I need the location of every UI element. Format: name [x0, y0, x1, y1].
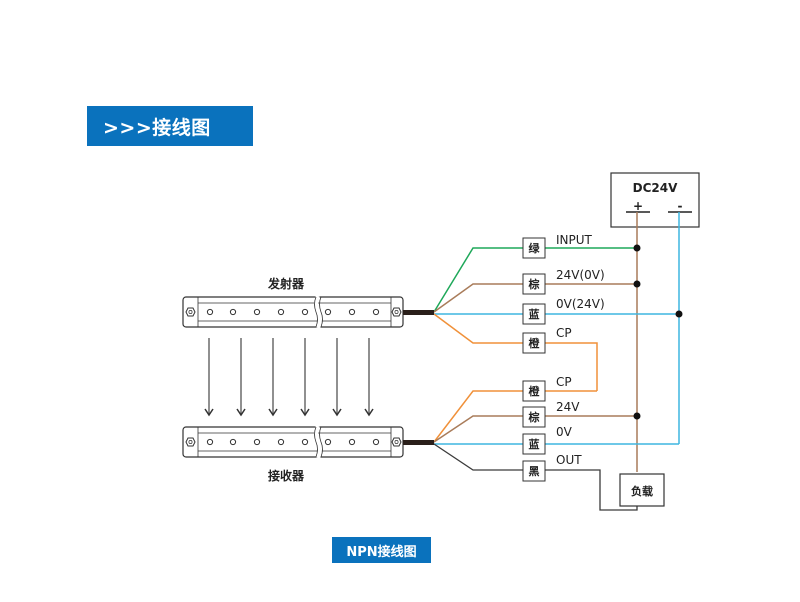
- screw-icon: [185, 307, 196, 317]
- wire-signal-label: 0V(24V): [556, 297, 605, 311]
- emitter-label: 发射器: [267, 276, 305, 291]
- junction-dot: [633, 244, 641, 252]
- power-supply: DC24V + -: [610, 172, 700, 228]
- led-icon: [348, 438, 356, 446]
- emitter-brown-wire: [433, 283, 637, 313]
- led-icon: [324, 438, 332, 446]
- wire-signal-label: OUT: [556, 453, 582, 467]
- emitter-orange-wire: [433, 313, 598, 391]
- screw-icon: [391, 307, 402, 317]
- wire-color-tag: 橙: [529, 336, 541, 350]
- led-icon: [277, 308, 285, 316]
- led-icon: [277, 438, 285, 446]
- receiver-brown-wire: [433, 415, 637, 443]
- receiver-cable: [403, 440, 434, 445]
- led-icon: [253, 438, 261, 446]
- led-icon: [301, 308, 309, 316]
- diagram-caption: NPN接线图: [346, 544, 417, 560]
- power-supply-label: DC24V: [633, 181, 678, 195]
- receiver-orange-wire: [433, 390, 597, 443]
- plus-terminal-label: +: [633, 199, 643, 213]
- receiver-wires: [433, 390, 679, 511]
- wire-signal-label: 24V(0V): [556, 268, 605, 282]
- arrow-down-icon: [332, 408, 342, 417]
- led-icon: [229, 308, 237, 316]
- wire-color-tag: 蓝: [529, 307, 540, 321]
- wire-color-tag: 绿: [529, 241, 541, 255]
- wire-color-tag: 棕: [528, 410, 540, 424]
- led-icon: [206, 438, 214, 446]
- receiver-black-wire: [433, 443, 638, 511]
- led-icon: [229, 438, 237, 446]
- receiver-tags: 橙 CP 棕 24V 蓝 0V 黑 OUT: [522, 375, 582, 482]
- section-title-banner: >>>接线图: [87, 106, 253, 146]
- led-icon: [301, 438, 309, 446]
- emitter-green-wire: [433, 247, 637, 313]
- emitter-cable: [403, 310, 434, 315]
- load: 负载: [619, 473, 665, 507]
- arrow-down-icon: [300, 408, 310, 417]
- receiver-bar: 接收器: [182, 425, 434, 483]
- emitter-tags: 绿 INPUT 棕 24V(0V) 蓝 0V(24V) 橙 CP: [522, 233, 605, 354]
- led-icon: [206, 308, 214, 316]
- wire-signal-label: CP: [556, 375, 572, 389]
- led-icon: [372, 438, 380, 446]
- led-icon: [253, 308, 261, 316]
- load-label: 负载: [631, 484, 653, 498]
- wire-color-tag: 橙: [529, 384, 541, 398]
- screw-icon: [185, 437, 196, 447]
- wire-signal-label: 0V: [556, 425, 573, 439]
- junction-dot: [633, 412, 641, 420]
- wire-color-tag: 棕: [528, 277, 540, 291]
- section-title: >>>接线图: [103, 116, 211, 139]
- led-icon: [372, 308, 380, 316]
- led-icon: [324, 308, 332, 316]
- junction-dot: [675, 310, 683, 318]
- junction-dot: [633, 280, 641, 288]
- wire-signal-label: CP: [556, 326, 572, 340]
- wire-color-tag: 黑: [529, 465, 540, 478]
- arrow-down-icon: [268, 408, 278, 417]
- arrow-down-icon: [236, 408, 246, 417]
- arrow-down-icon: [364, 408, 374, 417]
- screw-icon: [391, 437, 402, 447]
- arrow-down-icon: [204, 408, 214, 417]
- wire-signal-label: INPUT: [556, 233, 593, 247]
- led-icon: [348, 308, 356, 316]
- wire-color-tag: 蓝: [529, 437, 540, 451]
- emitter-bar: 发射器: [182, 276, 434, 329]
- minus-terminal-label: -: [678, 199, 683, 213]
- receiver-label: 接收器: [268, 468, 305, 483]
- wire-signal-label: 24V: [556, 400, 580, 414]
- light-beams: [204, 338, 374, 417]
- diagram-caption-badge: NPN接线图: [332, 537, 431, 563]
